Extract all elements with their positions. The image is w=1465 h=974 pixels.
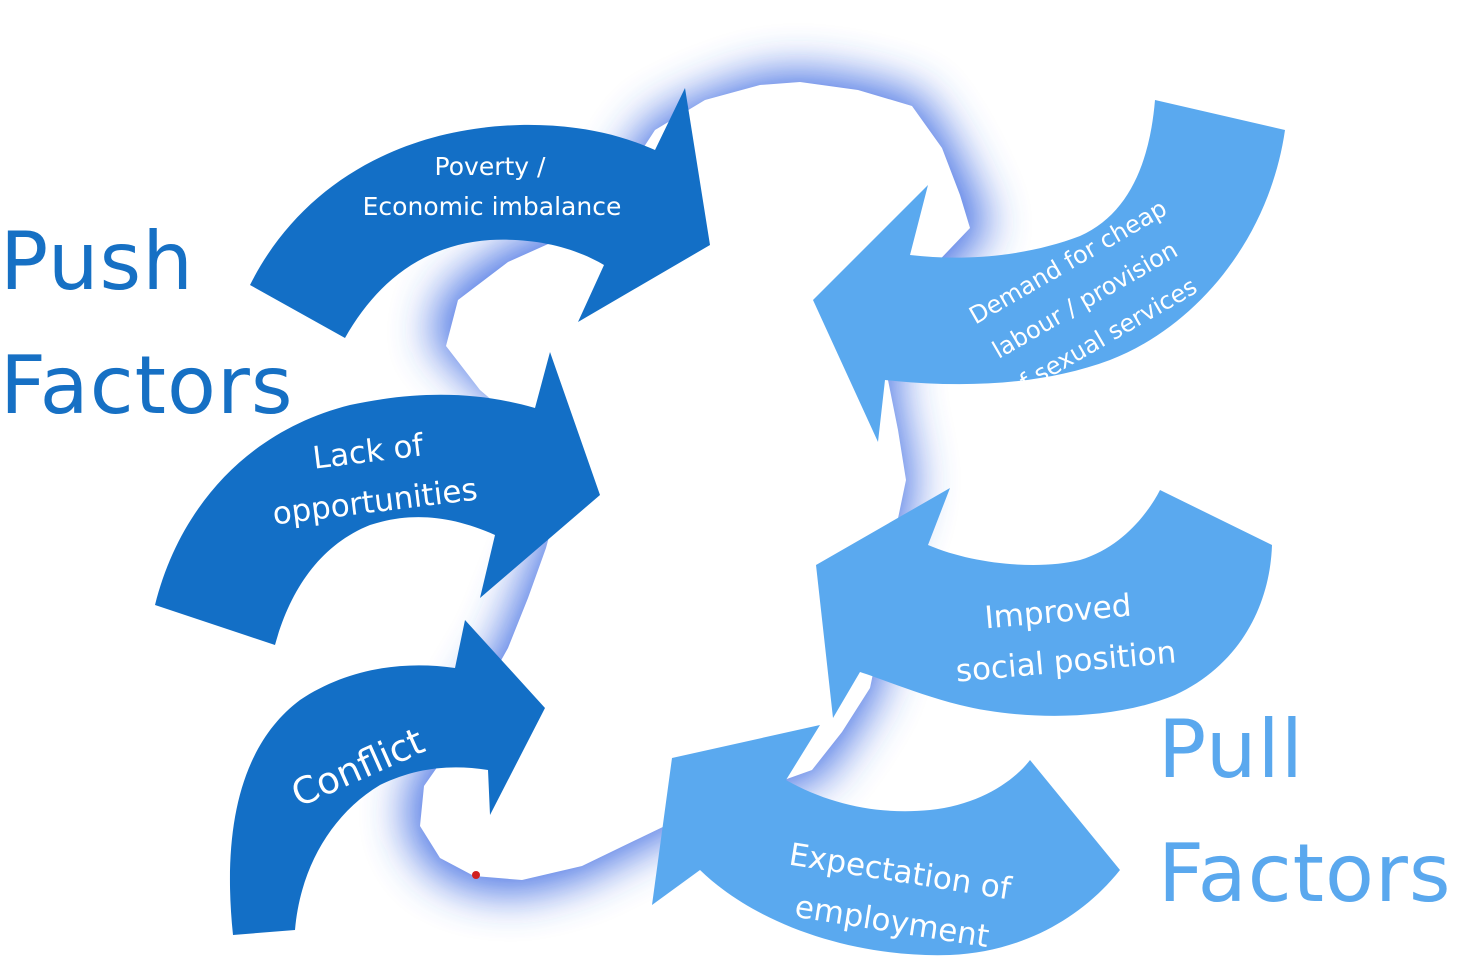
arrow-demand — [813, 100, 1285, 442]
arrow-conflict — [229, 620, 545, 935]
pull-heading-line1: Pull — [1158, 703, 1304, 796]
push-factors-heading: Push Factors — [0, 200, 294, 448]
push-heading-line2: Factors — [0, 339, 294, 432]
pull-factors-heading: Pull Factors — [1158, 688, 1452, 936]
economic-imbalance-label: Economic imbalance — [363, 192, 622, 221]
arrow-improved-social-position — [816, 488, 1272, 718]
pull-heading-line2: Factors — [1158, 827, 1452, 920]
push-heading-line1: Push — [0, 215, 194, 308]
map-marker — [472, 871, 480, 879]
arrow-lack-of-opportunities — [155, 352, 600, 645]
push-arrows — [155, 88, 710, 935]
arrow-expectation-of-employment — [652, 725, 1120, 956]
pull-arrows — [652, 100, 1285, 956]
arrow-poverty — [250, 88, 710, 338]
poverty-label: Poverty / — [435, 152, 546, 181]
